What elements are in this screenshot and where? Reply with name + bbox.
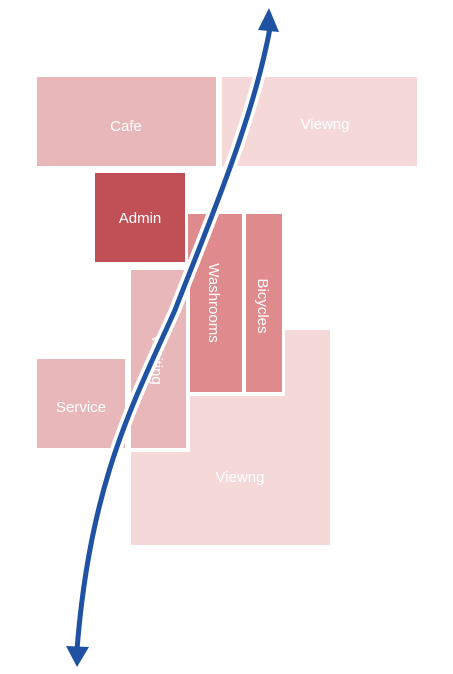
label-service: Service: [56, 399, 106, 416]
label-bicycles: Bicycles: [254, 278, 271, 333]
label-cafe: Cafe: [110, 118, 142, 135]
arrowhead-down-icon: [66, 646, 89, 667]
arrowhead-up-icon: [258, 8, 279, 32]
room-bicycles: [246, 214, 282, 392]
path-line: [74, 27, 273, 651]
label-viewing-bottom: Viewng: [216, 469, 265, 486]
label-viewing-top: Viewng: [301, 116, 350, 133]
label-washrooms: Washrooms: [205, 263, 222, 342]
room-service: [37, 359, 125, 448]
room-admin: [95, 173, 185, 262]
room-cafe: [37, 77, 216, 166]
label-admin: Admin: [119, 210, 162, 227]
